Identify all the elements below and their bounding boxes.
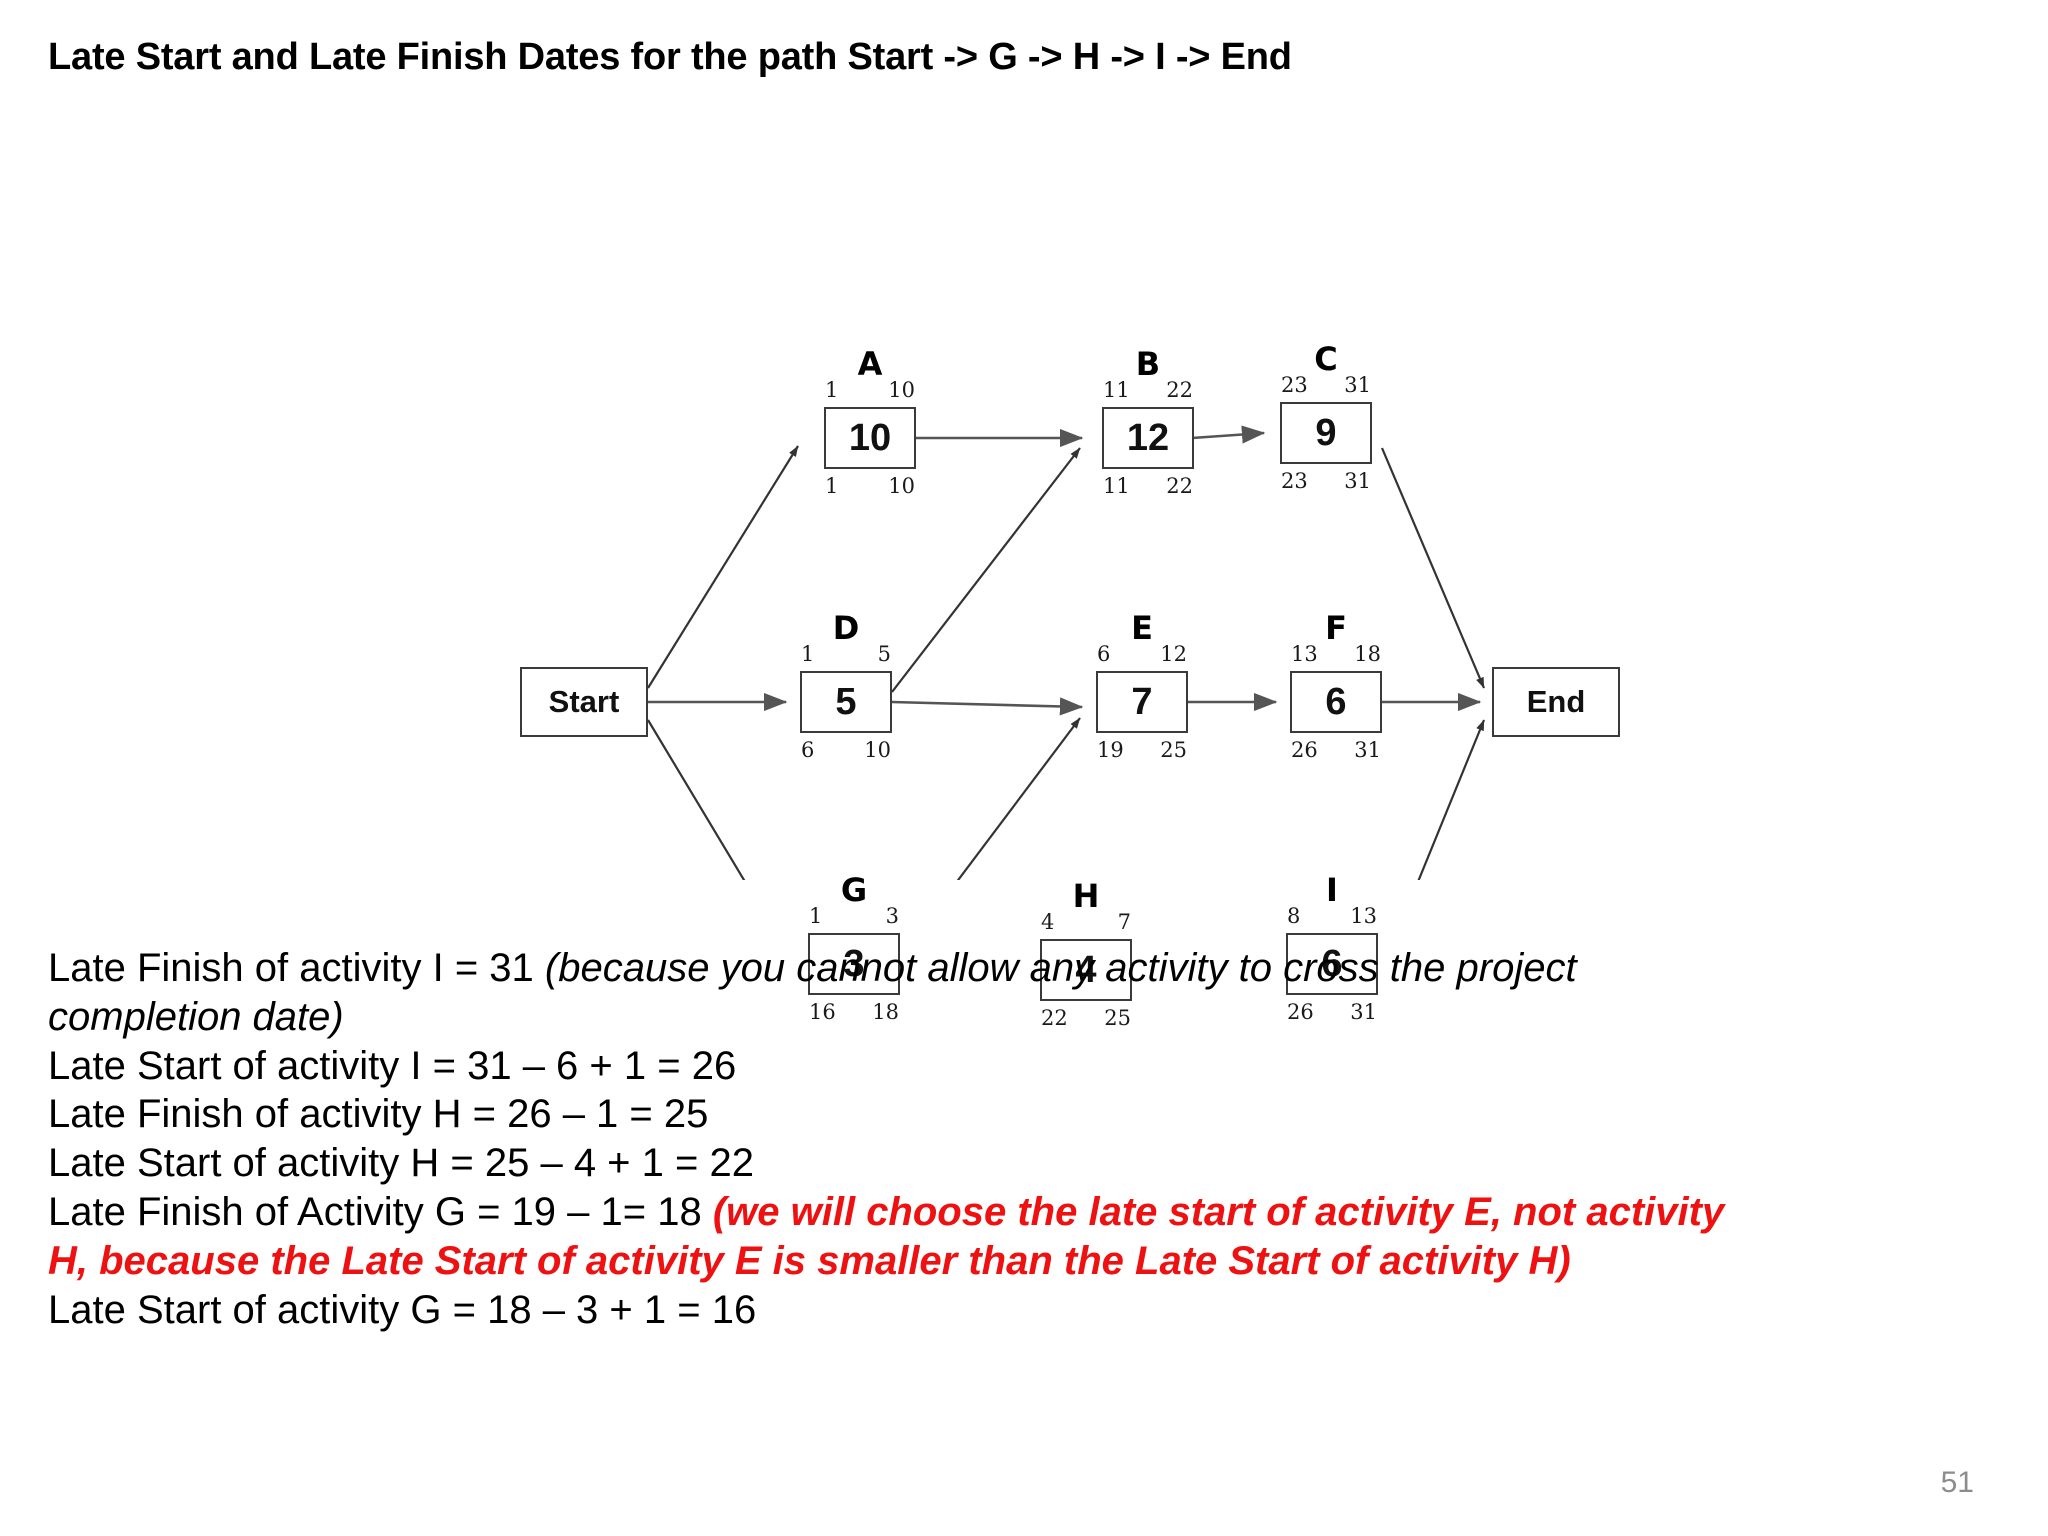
node-end-label: End <box>1492 667 1620 737</box>
node-a-late-start: 1 <box>825 474 839 498</box>
node-i-duration: 6 <box>1286 933 1378 995</box>
node-c-letter: C <box>1314 340 1338 378</box>
node-d[interactable]: D 1 5 5 6 10 <box>800 609 892 762</box>
text-line-6: Late Finish of Activity G = 19 – 1= 18 (… <box>48 1189 2008 1236</box>
text-line-2: completion date) <box>48 994 344 1039</box>
node-h-late-start: 22 <box>1041 1006 1068 1030</box>
node-b-early-finish: 22 <box>1166 378 1193 402</box>
node-f-letter: F <box>1325 609 1347 647</box>
node-g[interactable]: G 1 3 3 16 18 <box>808 871 900 1024</box>
node-e-late-finish: 25 <box>1160 738 1187 762</box>
node-f[interactable]: F 13 18 6 26 31 <box>1290 609 1382 762</box>
node-c[interactable]: C 23 31 9 23 31 <box>1280 340 1372 493</box>
text-line-1: Late Finish of activity I = 31 (because … <box>48 945 2008 992</box>
node-start-label: Start <box>520 667 648 737</box>
node-a-early-start: 1 <box>825 378 839 402</box>
node-d-early-finish: 5 <box>877 642 891 666</box>
node-start[interactable]: Start <box>520 667 648 737</box>
node-h-late-finish: 25 <box>1104 1006 1131 1030</box>
node-c-late-start: 23 <box>1281 469 1308 493</box>
node-e-early-finish: 12 <box>1160 642 1187 666</box>
node-d-late-finish: 10 <box>864 738 891 762</box>
node-h-duration: 4 <box>1040 939 1132 1001</box>
node-b-duration: 12 <box>1102 407 1194 469</box>
diagram-connectors <box>647 425 1486 880</box>
text-line-7: H, because the Late Start of activity E … <box>48 1238 1571 1283</box>
node-a[interactable]: A 1 10 10 1 10 <box>824 345 916 498</box>
node-c-duration: 9 <box>1280 402 1372 464</box>
node-f-late-start: 26 <box>1291 738 1318 762</box>
node-d-late-start: 6 <box>801 738 815 762</box>
node-b[interactable]: B 11 22 12 11 22 <box>1102 345 1194 498</box>
node-a-late-finish: 10 <box>888 474 915 498</box>
node-h[interactable]: H 4 7 4 22 25 <box>1040 877 1132 1030</box>
node-e-letter: E <box>1131 609 1153 647</box>
node-d-duration: 5 <box>800 671 892 733</box>
node-f-early-start: 13 <box>1291 642 1318 666</box>
node-i[interactable]: I 8 13 6 26 31 <box>1286 871 1378 1024</box>
network-diagram: Start End A 1 10 10 1 10 B 11 22 12 11 2… <box>380 180 1680 1030</box>
node-a-duration: 10 <box>824 407 916 469</box>
node-end[interactable]: End <box>1492 667 1620 737</box>
node-e-duration: 7 <box>1096 671 1188 733</box>
node-d-early-start: 1 <box>801 642 815 666</box>
node-h-early-finish: 7 <box>1117 910 1131 934</box>
node-h-early-start: 4 <box>1041 910 1055 934</box>
node-g-early-start: 1 <box>809 904 823 928</box>
node-e-early-start: 6 <box>1097 642 1111 666</box>
text-line-3: Late Start of activity I = 31 – 6 + 1 = … <box>48 1043 737 1088</box>
explanation-text: Late Finish of activity I = 31 (because … <box>48 945 2008 1335</box>
node-b-late-start: 11 <box>1103 474 1130 498</box>
node-i-late-start: 26 <box>1287 1000 1314 1024</box>
node-b-letter: B <box>1135 345 1161 383</box>
text-line-4: Late Finish of activity H = 26 – 1 = 25 <box>48 1092 709 1137</box>
text-line-5: Late Start of activity H = 25 – 4 + 1 = … <box>48 1141 754 1186</box>
node-g-late-finish: 18 <box>872 1000 899 1024</box>
line6-red: (we will choose the late start of activi… <box>712 1189 1725 1234</box>
node-b-early-start: 11 <box>1103 378 1130 402</box>
page-number: 51 <box>1940 1466 1974 1499</box>
text-line-8: Late Start of activity G = 18 – 3 + 1 = … <box>48 1287 757 1332</box>
node-f-late-finish: 31 <box>1354 738 1381 762</box>
node-b-late-finish: 22 <box>1166 474 1193 498</box>
line6-plain: Late Finish of Activity G = 19 – 1= 18 <box>48 1189 713 1234</box>
node-e-late-start: 19 <box>1097 738 1124 762</box>
node-c-early-finish: 31 <box>1344 373 1371 397</box>
node-i-early-finish: 13 <box>1350 904 1377 928</box>
node-i-early-start: 8 <box>1287 904 1301 928</box>
node-c-early-start: 23 <box>1281 373 1308 397</box>
node-g-late-start: 16 <box>809 1000 836 1024</box>
node-a-early-finish: 10 <box>888 378 915 402</box>
node-d-letter: D <box>832 609 860 647</box>
node-i-letter: I <box>1326 871 1338 909</box>
line1-plain: Late Finish of activity I = 31 <box>48 946 545 990</box>
node-i-late-finish: 31 <box>1350 1000 1377 1024</box>
page-title: Late Start and Late Finish Dates for the… <box>48 36 1292 78</box>
node-e[interactable]: E 6 12 7 19 25 <box>1096 609 1188 762</box>
node-f-early-finish: 18 <box>1354 642 1381 666</box>
node-g-letter: G <box>840 871 868 909</box>
node-c-late-finish: 31 <box>1344 469 1371 493</box>
node-f-duration: 6 <box>1290 671 1382 733</box>
line1-italic: (because you cannot allow any activity t… <box>544 946 1577 990</box>
node-a-letter: A <box>857 345 883 383</box>
node-g-early-finish: 3 <box>885 904 899 928</box>
node-h-letter: H <box>1072 877 1100 915</box>
node-g-duration: 3 <box>808 933 900 995</box>
